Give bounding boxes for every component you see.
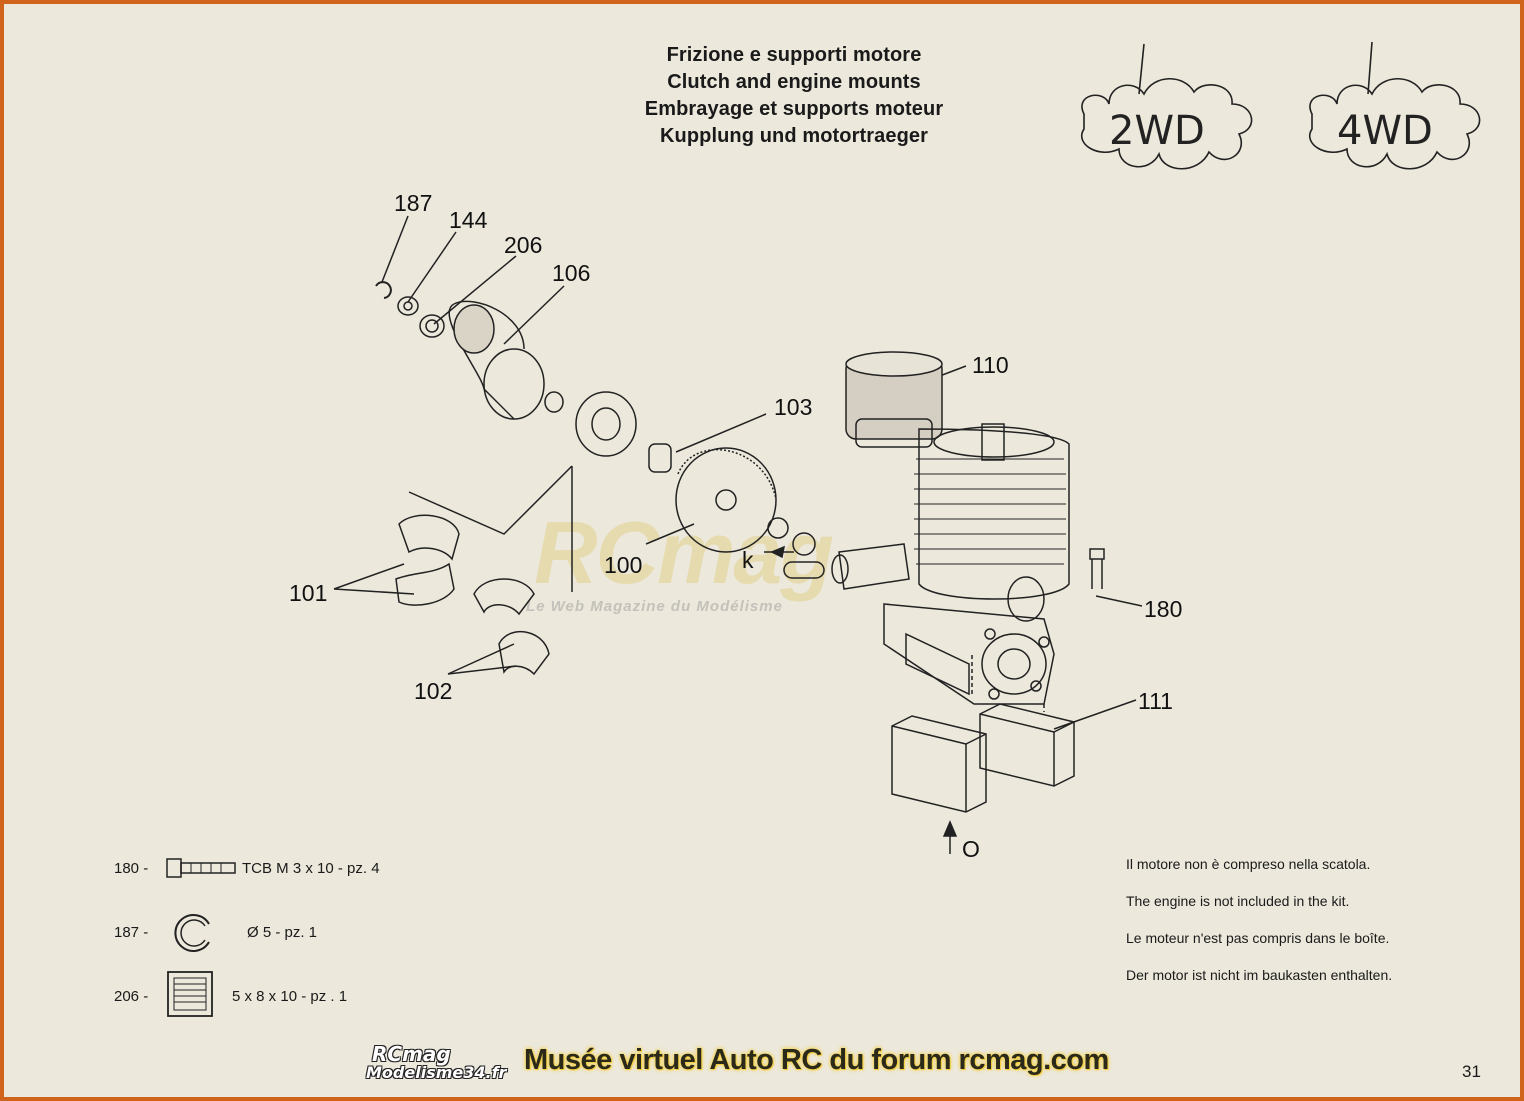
label-102: 102 <box>414 678 453 704</box>
badge-2wd: 2WD <box>1064 34 1264 194</box>
page-number: 31 <box>1462 1062 1481 1081</box>
label-187: 187 <box>394 190 433 216</box>
title-english: Clutch and engine mounts <box>667 71 921 93</box>
circlip-icon <box>174 914 210 952</box>
label-180: 180 <box>1144 596 1183 622</box>
legend-description: 5 x 8 x 10 - pz . 1 <box>232 988 348 1005</box>
label-103: 103 <box>774 394 813 420</box>
label-101: 101 <box>289 580 328 606</box>
title-italian: Frizione e supporti motore <box>666 44 922 66</box>
legend-item-206: 206 - 5 x 8 x 10 - pz . 1 <box>114 971 347 1017</box>
note-english: The engine is not included in the kit. <box>1126 893 1350 909</box>
label-k: k <box>742 547 754 573</box>
logo-line2: Modelisme34.fr <box>366 1063 507 1082</box>
legend-item-187: 187 - Ø 5 - pz. 1 <box>114 914 317 952</box>
badge-4wd-text: 4WD <box>1337 108 1433 154</box>
legend-number: 206 - <box>114 988 149 1005</box>
footer-caption: Musée virtuel Auto RC du forum rcmag.com <box>524 1044 1109 1076</box>
legend-description: TCB M 3 x 10 - pz. 4 <box>242 860 380 877</box>
screw-icon <box>166 858 236 878</box>
legend-item-180: 180 - TCB M 3 x 10 - pz. 4 <box>114 858 380 878</box>
watermark-tagline: Le Web Magazine du Modélisme <box>526 598 783 615</box>
label-111: 111 <box>1138 688 1173 714</box>
section-titles: Frizione e supporti motore Clutch and en… <box>584 42 1004 150</box>
note-french: Le moteur n'est pas compris dans le boît… <box>1126 930 1390 946</box>
note-italian: Il motore non è compreso nella scatola. <box>1126 856 1371 872</box>
label-o: O <box>962 836 980 862</box>
badge-4wd: 4WD <box>1292 34 1492 194</box>
legend-description: Ø 5 - pz. 1 <box>247 924 318 941</box>
label-206: 206 <box>504 232 543 258</box>
legend-number: 187 - <box>114 924 149 941</box>
title-french: Embrayage et supports moteur <box>644 98 944 120</box>
label-144: 144 <box>449 207 488 233</box>
rcmag-logo: RCmag Modelisme34.fr <box>366 1044 506 1082</box>
note-german: Der motor ist nicht im baukasten enthalt… <box>1126 967 1393 983</box>
engine-note: Il motore non è compreso nella scatola. … <box>1126 856 1392 1004</box>
label-110: 110 <box>972 352 1009 378</box>
exploded-diagram <box>333 215 1143 854</box>
logo-line1: RCmag <box>372 1042 451 1066</box>
title-german: Kupplung und motortraeger <box>659 125 929 147</box>
label-100: 100 <box>604 552 643 578</box>
label-106: 106 <box>552 260 591 286</box>
legend-number: 180 - <box>114 860 149 877</box>
badge-2wd-text: 2WD <box>1109 108 1205 154</box>
bearing-icon <box>167 971 213 1017</box>
